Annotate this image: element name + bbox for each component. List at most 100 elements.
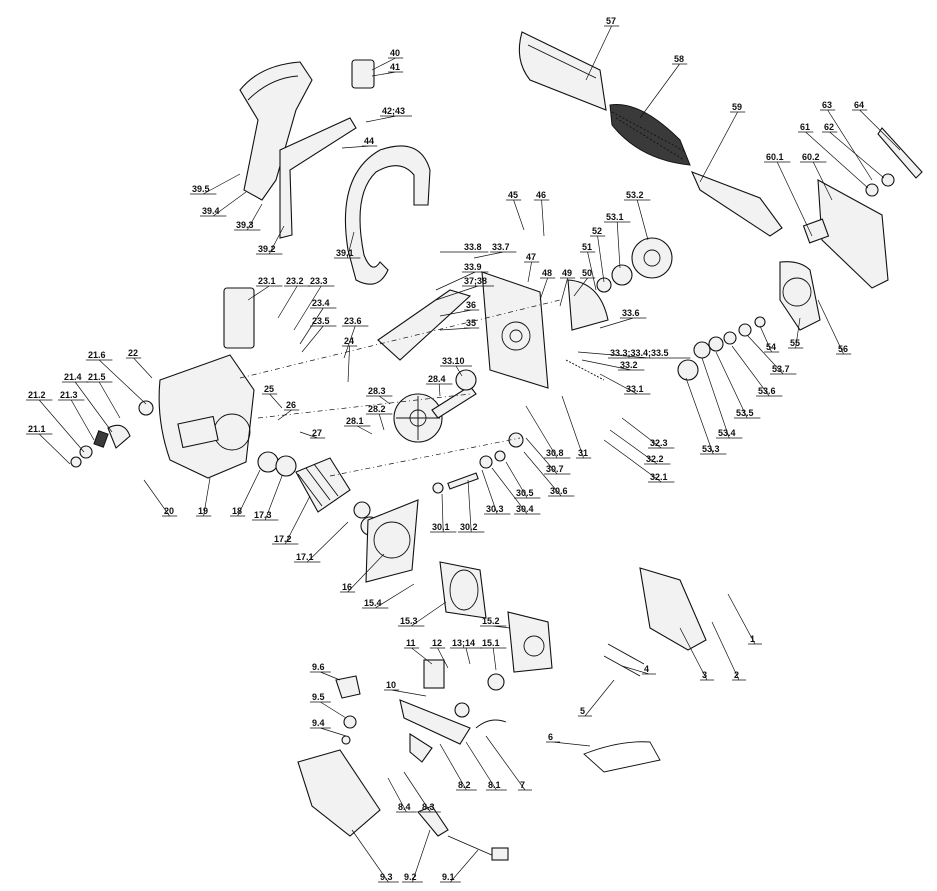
callout-label: 49 (562, 268, 572, 278)
guide-bar-cover (518, 31, 607, 111)
callout-label: 47 (526, 252, 536, 262)
callout-label: 6 (548, 732, 553, 742)
callout-label: 9.3 (380, 872, 393, 882)
callout-label: 33.3;33.4;33.5 (610, 348, 669, 358)
callout-leader-53-6 (731, 345, 783, 397)
callout-leader-17-3 (252, 475, 283, 521)
callout-leader-21-2 (26, 399, 85, 453)
callout-label: 30.4 (516, 504, 534, 514)
callout-label: 30.7 (546, 464, 564, 474)
callout-label: 19 (198, 506, 208, 516)
callout-leader-6 (546, 741, 591, 747)
callout-leader-39-5 (190, 173, 241, 195)
callout-leader-23-2 (277, 285, 311, 319)
oil-tank-cover (377, 289, 472, 361)
callout-label: 21.5 (88, 372, 106, 382)
callout-label: 15.2 (482, 616, 500, 626)
callout-label: 10 (386, 680, 396, 690)
rotor-armature (257, 451, 380, 536)
callout-label: 21.3 (60, 390, 78, 400)
callout-label: 13;14 (452, 638, 475, 648)
callout-label: 23.3 (310, 276, 328, 286)
callout-label: 9.2 (404, 872, 417, 882)
callout-label: 21.1 (28, 424, 46, 434)
callout-leader-15-2 (480, 625, 511, 629)
callout-label: 54 (766, 342, 776, 352)
callout-leader-11 (404, 647, 433, 665)
callout-leader-30-2 (458, 479, 485, 533)
callout-leader-53-1 (604, 221, 631, 269)
callout-leader-9-4 (310, 727, 347, 737)
callout-label: 25 (264, 384, 274, 394)
callout-leader-33-7 (473, 251, 517, 259)
callout-label: 39.2 (258, 244, 276, 254)
callout-leader-44 (341, 145, 378, 149)
callout-label: 28.1 (346, 416, 364, 426)
callout-leader-42-43 (365, 115, 412, 123)
callout-label: 9.5 (312, 692, 325, 702)
main-gear (393, 393, 443, 443)
callout-label: 57 (606, 16, 616, 26)
callout-leader-32-2 (609, 429, 671, 465)
trigger-and-lock (399, 699, 471, 763)
callout-label: 30.1 (432, 522, 450, 532)
callout-leader-37-38 (435, 285, 494, 301)
sprocket-washers (677, 316, 766, 381)
callout-label: 23.1 (258, 276, 276, 286)
callout-leader-58 (639, 63, 688, 119)
switch-assembly (423, 659, 505, 718)
callout-leader-20 (143, 479, 178, 517)
callout-leader-27 (299, 431, 326, 439)
callout-label: 23.6 (344, 316, 362, 326)
gear-housing (481, 271, 549, 389)
rear-handle-frame (239, 61, 313, 201)
front-cap-assembly (70, 400, 154, 468)
callout-leader-3 (679, 627, 714, 681)
callout-leader-24 (342, 345, 358, 383)
callout-leader-39-4 (200, 191, 247, 217)
cable-clamp-parts (335, 675, 361, 745)
callout-leader-23-5 (301, 325, 337, 353)
callout-leader-30-8 (525, 405, 571, 459)
callout-label: 60.2 (802, 152, 820, 162)
callout-label: 32.1 (650, 472, 668, 482)
callout-label: 46 (536, 190, 546, 200)
callout-label: 30.5 (516, 488, 534, 498)
callout-label: 28.2 (368, 404, 386, 414)
callout-leader-33-1 (599, 373, 651, 395)
callout-label: 8.1 (488, 780, 501, 790)
callout-label: 61 (800, 122, 810, 132)
stator (439, 561, 487, 619)
callout-leader-8-2 (439, 743, 477, 791)
callout-leader-36 (439, 309, 480, 317)
chain-cover-plate (567, 279, 609, 331)
callout-label: 53.3 (702, 444, 720, 454)
callout-leader-21-6 (86, 359, 147, 405)
oil-pump-spring (565, 359, 605, 381)
callout-leader-19 (196, 477, 212, 517)
callout-leader-51 (580, 251, 597, 291)
callout-leader-28-4 (426, 383, 453, 397)
callout-leader-15-3 (398, 601, 447, 627)
callout-label: 51 (582, 242, 592, 252)
callout-label: 40 (390, 48, 400, 58)
switch-button (351, 59, 375, 89)
callout-leader-32-3 (621, 417, 675, 449)
callout-label: 33.6 (622, 308, 640, 318)
callout-leader-55 (788, 317, 804, 349)
callout-label: 15.4 (364, 598, 382, 608)
callout-leader-33-6 (599, 317, 647, 329)
callout-leader-33-3-33-4-33-5 (577, 351, 691, 359)
callout-label: 16 (342, 582, 352, 592)
callout-label: 39.5 (192, 184, 210, 194)
callout-leader-28-3 (366, 395, 393, 405)
callout-label: 23.4 (312, 298, 330, 308)
callout-label: 15.1 (482, 638, 500, 648)
callout-leader-28-1 (344, 425, 373, 435)
callout-leader-60-2 (800, 161, 833, 201)
callout-label: 27 (312, 428, 322, 438)
callout-leader-9-1 (440, 849, 479, 883)
callout-leader-63 (820, 109, 873, 181)
callout-leader-16 (340, 553, 385, 593)
callout-label: 50 (582, 268, 592, 278)
